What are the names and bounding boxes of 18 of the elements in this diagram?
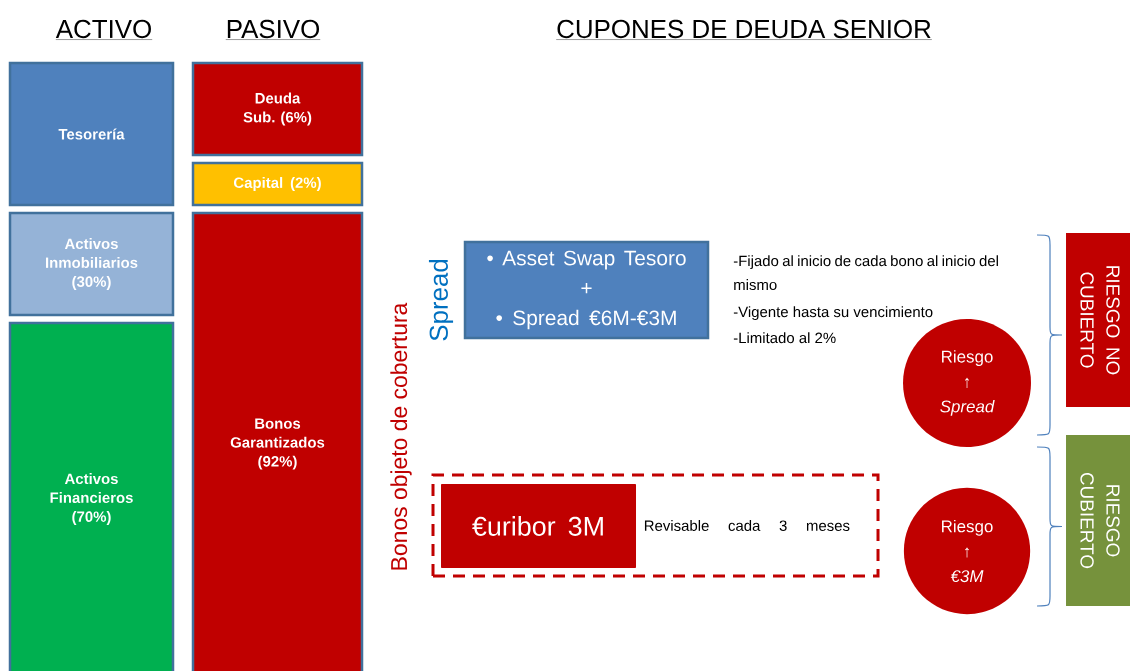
balance-box: Capital (2%) — [191, 161, 364, 207]
balance-box: Deuda Sub. (6%) — [191, 61, 364, 157]
risk-box: RIESGO CUBIERTO — [1066, 435, 1130, 606]
note: -Limitado al 2% — [733, 332, 836, 344]
heading: PASIVO — [225, 19, 321, 40]
balance-box: Activos Inmobiliarios (30%) — [8, 211, 175, 317]
balance-box: Tesorería — [8, 61, 175, 207]
heading: CUPONES DE DEUDA SENIOR — [555, 19, 933, 40]
heading: ACTIVO — [55, 19, 153, 40]
risk-box: RIESGO NO CUBIERTO — [1066, 233, 1130, 407]
rate-box: €uribor 3M — [441, 484, 636, 568]
balance-box: Activos Financieros (70%) — [8, 321, 175, 671]
rate-box: • Asset Swap Tesoro + • Spread €6M-€3M — [463, 240, 710, 340]
vertical-label: Bonos objeto de cobertura — [390, 302, 412, 570]
balance-box: Bonos Garantizados (92%) — [191, 211, 364, 671]
side-label: Spread — [428, 259, 454, 341]
note: -Fijado al inicio de cada bono al inicio del mismo — [733, 255, 998, 291]
note: -Vigente hasta su vencimiento — [733, 306, 933, 321]
